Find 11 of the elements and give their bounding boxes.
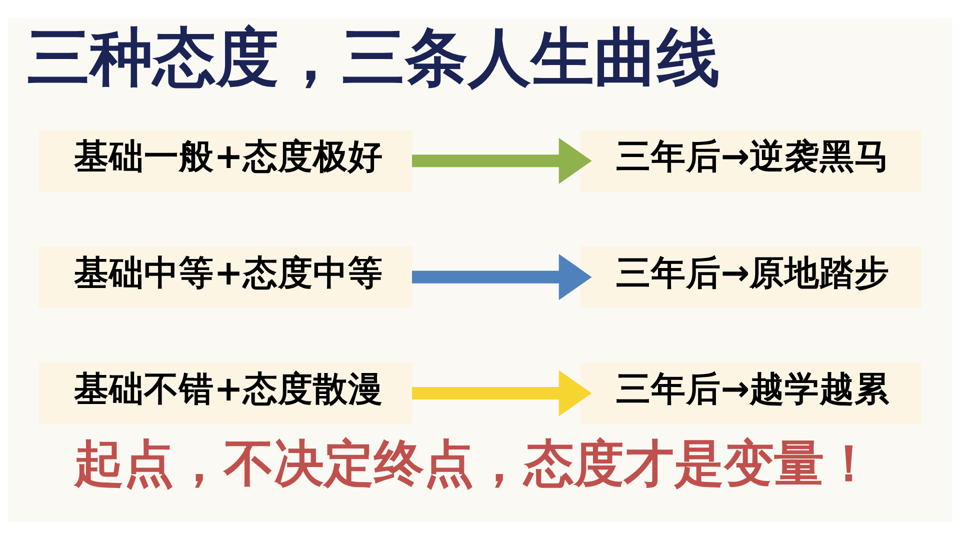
node-box: 基础不错+态度散漫 bbox=[38, 362, 412, 424]
caption: 起点，不决定终点，态度才是变量！ bbox=[74, 434, 874, 493]
arrow bbox=[412, 254, 592, 300]
node-box: 三年后→越学越累 bbox=[580, 362, 922, 424]
node-box: 三年后→逆袭黑马 bbox=[580, 130, 922, 192]
node-box: 基础中等+态度中等 bbox=[38, 246, 412, 308]
node-box: 三年后→原地踏步 bbox=[580, 246, 922, 308]
node-box: 基础一般+态度极好 bbox=[38, 130, 412, 192]
arrow bbox=[412, 138, 592, 184]
arrow bbox=[412, 370, 592, 416]
diagram-title: 三种态度，三条人生曲线 bbox=[27, 21, 720, 94]
